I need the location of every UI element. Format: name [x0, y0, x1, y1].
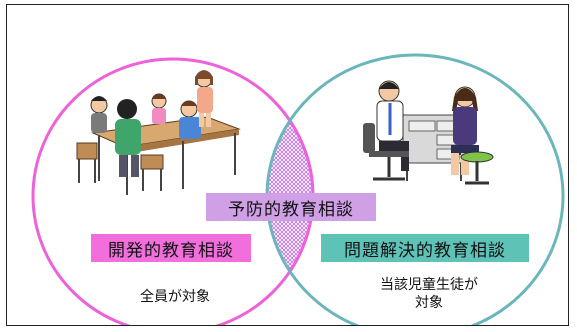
diagram-frame: 予防的教育相談 開発的教育相談 問題解決的教育相談 全員が対象 当該児童生徒が … [6, 4, 569, 326]
right-caption: 当該児童生徒が 対象 [359, 276, 499, 312]
right-caption-line2: 対象 [415, 295, 443, 311]
classroom-illustration [76, 70, 241, 195]
counseling-illustration [363, 80, 494, 185]
center-label: 予防的教育相談 [206, 193, 376, 221]
venn-diagram [31, 53, 565, 325]
right-label: 問題解決的教育相談 [321, 234, 529, 262]
right-caption-line1: 当該児童生徒が [380, 277, 478, 293]
left-label: 開発的教育相談 [91, 234, 251, 262]
left-caption: 全員が対象 [140, 289, 210, 305]
